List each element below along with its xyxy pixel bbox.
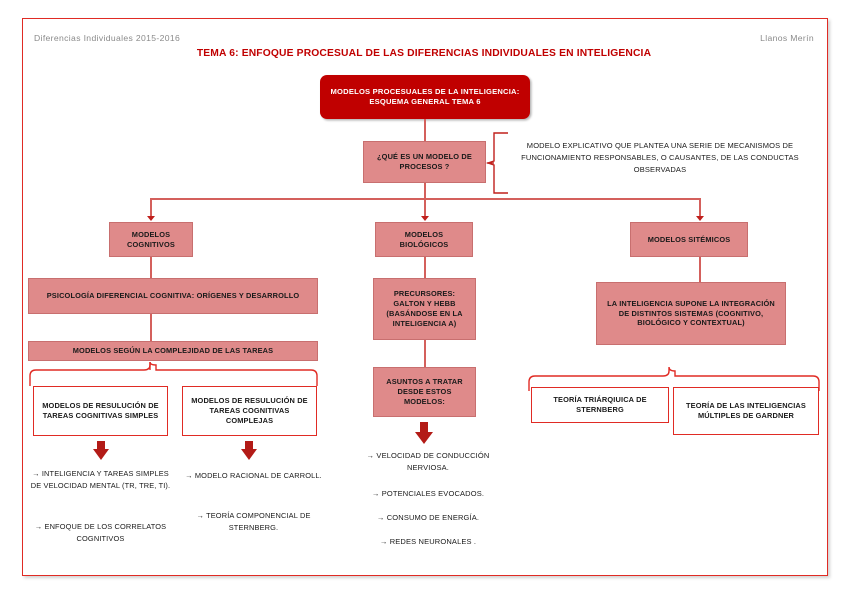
big-arrow-cognitivos-leaf-1	[240, 441, 258, 461]
node-cognitivos-level3-label: MODELOS SEGÚN LA COMPLEJIDAD DE LAS TARE…	[72, 346, 274, 356]
node-cognitivos-leaf-1-bullet-0: → MODELO RACIONAL DE CARROLL.	[181, 470, 326, 482]
node-cognitivos-leaf-0-bullet-0: → INTELIGENCIA Y TAREAS SIMPLES DE VELOC…	[28, 468, 173, 491]
node-sitemicos-leaf-0: TEORÍA TRIÁRQIUICA DE STERNBERG	[531, 387, 669, 423]
connector-drop-sitemicos	[699, 198, 701, 218]
connector-drop-biologicos	[424, 198, 426, 218]
node-question: ¿QUÉ ES UN MODELO DE PROCESOS ?	[363, 141, 486, 183]
bullet-text: → CONSUMO DE ENERGÍA.	[376, 513, 480, 522]
node-biologicos-level3-label: ASUNTOS A TRATAR DESDE ESTOS MODELOS:	[386, 377, 463, 406]
node-cognitivos-level3: MODELOS SEGÚN LA COMPLEJIDAD DE LAS TARE…	[28, 341, 318, 361]
node-sitemicos-leaf-1-label: TEORÍA DE LAS INTELIGENCIAS MÚLTIPLES DE…	[686, 401, 806, 420]
node-cognitivos-leaf-0: MODELOS DE RESULUCIÓN DE TAREAS COGNITIV…	[33, 386, 168, 436]
node-sitemicos-head: MODELOS SITÉMICOS	[630, 222, 748, 257]
node-cognitivos-leaf-1-label: MODELOS DE RESULUCIÓN DE TAREAS COGNITIV…	[191, 396, 308, 425]
node-sitemicos-leaf-0-label: TEORÍA TRIÁRQIUICA DE STERNBERG	[553, 395, 647, 414]
brace-question-to-answer	[485, 132, 508, 194]
node-biologicos-level2-label: PRECURSORES: GALTON Y HEBB (BASÁNDOSE EN…	[386, 289, 463, 328]
bullet-text: → POTENCIALES EVOCADOS.	[371, 489, 485, 498]
bullet-text: → INTELIGENCIA Y TAREAS SIMPLES DE VELOC…	[30, 469, 171, 490]
bullet-text: → VELOCIDAD DE CONDUCCIÓN NERVIOSA.	[366, 451, 490, 473]
connector-cognitivos-2	[150, 314, 152, 341]
connector-sitemicos-1	[699, 257, 701, 282]
node-cognitivos-head-label: MODELOS COGNITIVOS	[127, 229, 175, 249]
connector-biologicos-2	[424, 340, 426, 367]
connector-cognitivos-1	[150, 257, 152, 278]
node-sitemicos-leaf-1: TEORÍA DE LAS INTELIGENCIAS MÚLTIPLES DE…	[673, 387, 819, 435]
big-arrow-cognitivos-leaf-0	[92, 441, 110, 461]
connector-question-trunk	[424, 183, 426, 199]
node-cognitivos-leaf-0-bullet-1: → ENFOQUE DE LOS CORRELATOS COGNITIVOS	[28, 521, 173, 544]
bullet-text: → TEORÍA COMPONENCIAL DE STERNBERG.	[196, 511, 311, 532]
node-answer-label: MODELO EXPLICATIVO QUE PLANTEA UNA SERIE…	[521, 141, 799, 175]
node-cognitivos-head: MODELOS COGNITIVOS	[109, 222, 193, 257]
node-answer-text: MODELO EXPLICATIVO QUE PLANTEA UNA SERIE…	[505, 140, 815, 176]
node-cognitivos-leaf-1-bullet-1: → TEORÍA COMPONENCIAL DE STERNBERG.	[181, 510, 326, 533]
header-course-label: Diferencias Individuales 2015-2016	[34, 33, 181, 43]
big-arrow-biologicos	[414, 422, 434, 445]
node-sitemicos-level2-label: LA INTELIGENCIA SUPONE LA INTEGRACIÓN DE…	[607, 298, 775, 328]
bullet-text: → REDES NEURONALES .	[379, 537, 477, 546]
connector-biologicos-1	[424, 257, 426, 278]
node-sitemicos-level2: LA INTELIGENCIA SUPONE LA INTEGRACIÓN DE…	[596, 282, 786, 345]
node-cognitivos-leaf-1: MODELOS DE RESULUCIÓN DE TAREAS COGNITIV…	[182, 386, 317, 436]
node-biologicos-bullet-2: → CONSUMO DE ENERGÍA.	[348, 512, 508, 524]
brace-cognitivos-split	[29, 361, 318, 386]
node-cognitivos-leaf-0-label: MODELOS DE RESULUCIÓN DE TAREAS COGNITIV…	[42, 401, 159, 420]
header-author-label: Llanos Merín	[760, 33, 814, 43]
arrow-sitemicos	[696, 216, 704, 221]
node-biologicos-level2: PRECURSORES: GALTON Y HEBB (BASÁNDOSE EN…	[373, 278, 476, 340]
node-biologicos-level3: ASUNTOS A TRATAR DESDE ESTOS MODELOS:	[373, 367, 476, 417]
page-title: TEMA 6: ENFOQUE PROCESUAL DE LAS DIFEREN…	[196, 48, 652, 59]
node-biologicos-bullet-1: → POTENCIALES EVOCADOS.	[348, 488, 508, 500]
node-biologicos-head: MODELOS BIOLÓGICOS	[375, 222, 473, 257]
node-question-label: ¿QUÉ ES UN MODELO DE PROCESOS ?	[377, 152, 472, 171]
bullet-text: → MODELO RACIONAL DE CARROLL.	[185, 471, 322, 480]
arrow-biologicos	[421, 216, 429, 221]
node-cognitivos-level2: PSICOLOGÍA DIFERENCIAL COGNITIVA: ORÍGEN…	[28, 278, 318, 314]
node-biologicos-bullet-0: → VELOCIDAD DE CONDUCCIÓN NERVIOSA.	[348, 450, 508, 474]
node-biologicos-head-label: MODELOS BIOLÓGICOS	[399, 229, 449, 249]
node-root-label: MODELOS PROCESUALES DE LA INTELIGENCIA: …	[330, 86, 520, 106]
node-sitemicos-head-label: MODELOS SITÉMICOS	[647, 234, 731, 244]
node-biologicos-bullet-3: → REDES NEURONALES .	[348, 536, 508, 548]
brace-sitemicos-split	[528, 366, 820, 391]
connector-drop-cognitivos	[150, 198, 152, 218]
node-root: MODELOS PROCESUALES DE LA INTELIGENCIA: …	[320, 75, 530, 119]
node-cognitivos-level2-label: PSICOLOGÍA DIFERENCIAL COGNITIVA: ORÍGEN…	[46, 291, 300, 301]
arrow-cognitivos	[147, 216, 155, 221]
bullet-text: → ENFOQUE DE LOS CORRELATOS COGNITIVOS	[34, 522, 167, 543]
connector-root-to-question	[424, 119, 426, 141]
